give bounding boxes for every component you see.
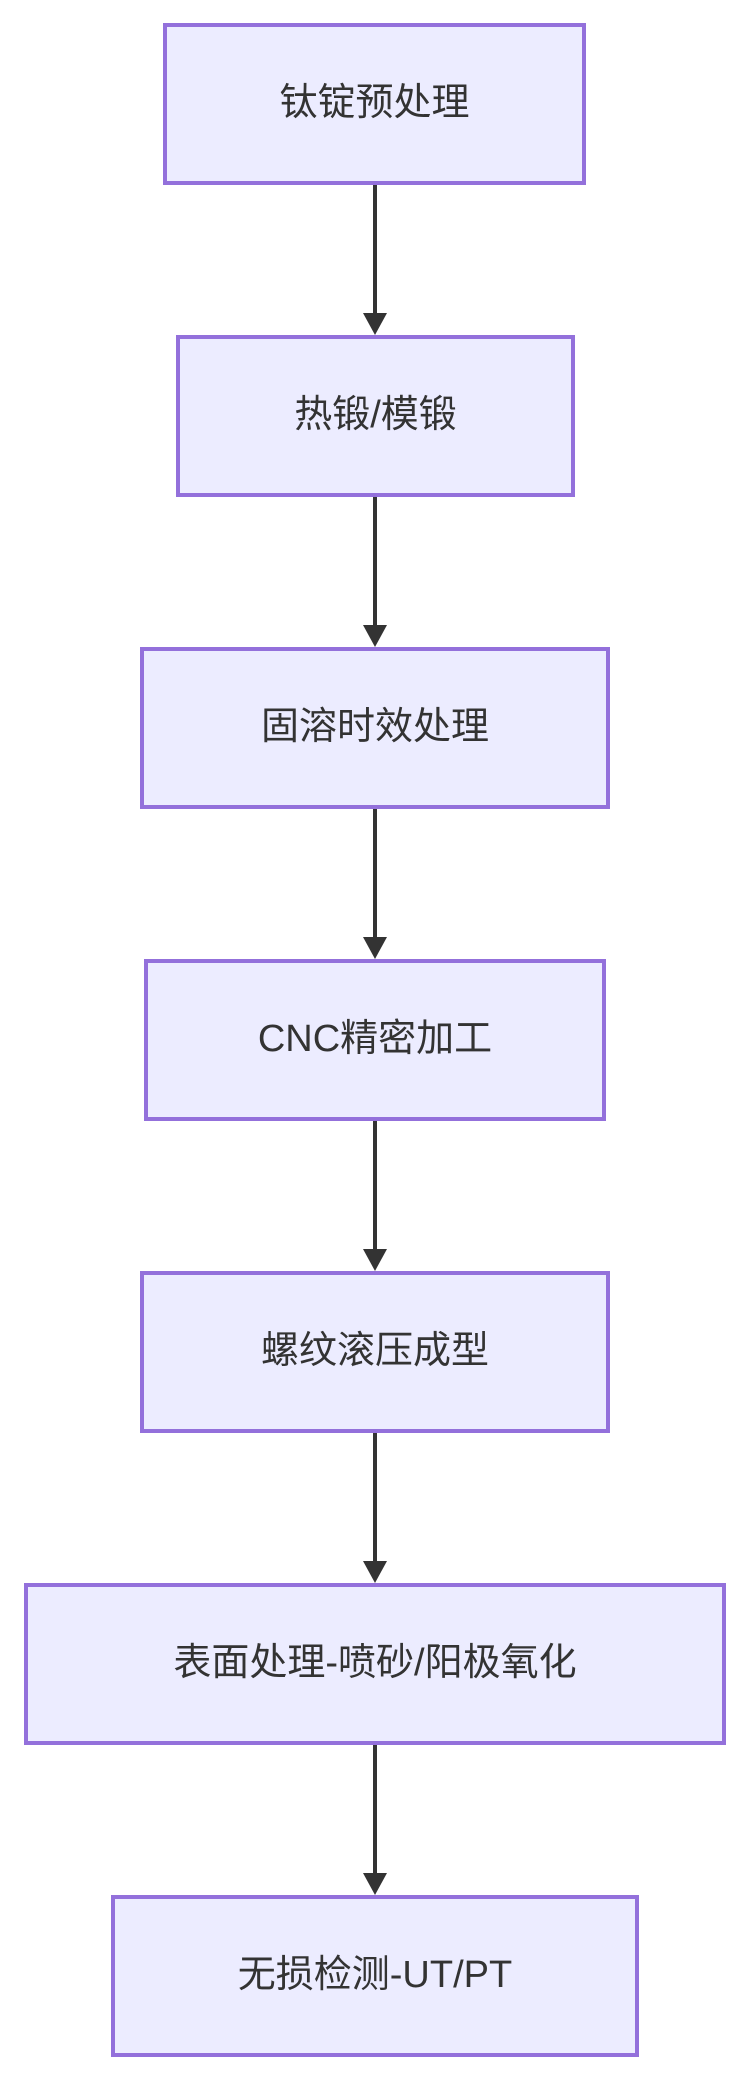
arrow-down-icon xyxy=(363,1561,387,1583)
node-hot-forging: 热锻/模锻 xyxy=(176,335,575,497)
node-label: 无损检测-UT/PT xyxy=(237,1954,513,1997)
node-label: CNC精密加工 xyxy=(257,1018,493,1061)
arrow-down-icon xyxy=(363,1249,387,1271)
node-thread-rolling: 螺纹滚压成型 xyxy=(140,1271,610,1433)
arrow-line xyxy=(373,1745,377,1875)
node-label: 热锻/模锻 xyxy=(294,394,457,437)
node-ndt-inspection: 无损检测-UT/PT xyxy=(111,1895,639,2057)
node-solution-aging-treatment: 固溶时效处理 xyxy=(140,647,610,809)
node-label: 固溶时效处理 xyxy=(260,706,489,749)
arrow-line xyxy=(373,1121,377,1251)
arrow-line xyxy=(373,185,377,315)
node-surface-treatment: 表面处理-喷砂/阳极氧化 xyxy=(24,1583,726,1745)
arrow-down-icon xyxy=(363,625,387,647)
arrow-line xyxy=(373,809,377,939)
node-ingot-pretreatment: 钛锭预处理 xyxy=(163,23,586,185)
node-cnc-precision-machining: CNC精密加工 xyxy=(144,959,606,1121)
arrow-line xyxy=(373,497,377,627)
arrow-line xyxy=(373,1433,377,1563)
arrow-down-icon xyxy=(363,313,387,335)
node-label: 钛锭预处理 xyxy=(279,82,470,125)
arrow-down-icon xyxy=(363,937,387,959)
node-label: 表面处理-喷砂/阳极氧化 xyxy=(173,1642,577,1685)
node-label: 螺纹滚压成型 xyxy=(260,1330,489,1373)
arrow-down-icon xyxy=(363,1873,387,1895)
